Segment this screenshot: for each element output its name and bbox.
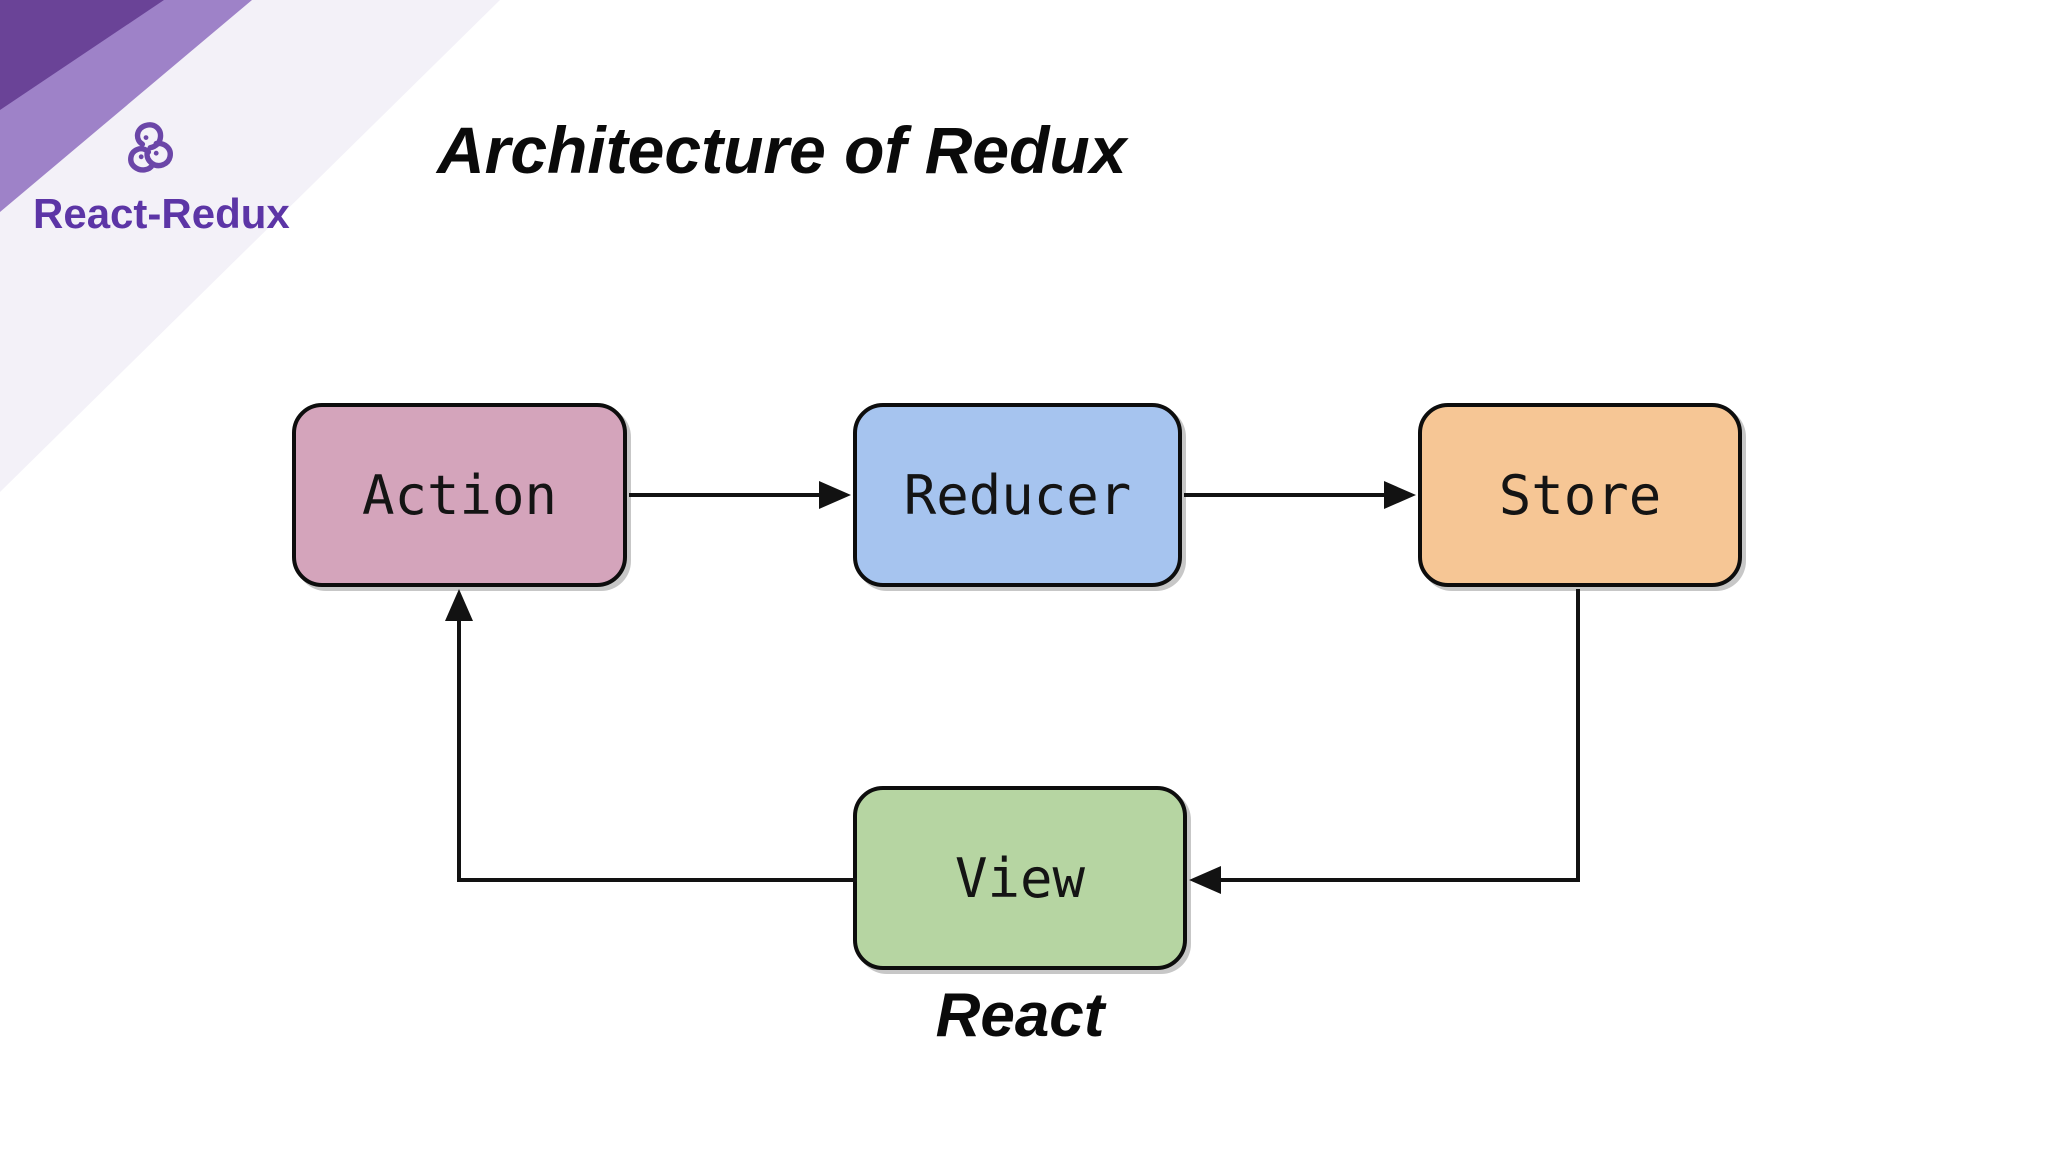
arrow-store-to-view-vertical-line: [1576, 589, 1580, 882]
arrowhead-right-icon: [1384, 481, 1416, 509]
node-action: Action: [292, 403, 627, 587]
node-view-label: View: [954, 846, 1086, 910]
node-store-label: Store: [1498, 463, 1662, 527]
node-action-label: Action: [361, 463, 558, 527]
arrowhead-right-icon: [819, 481, 851, 509]
arrow-store-to-view-horizontal-line: [1221, 878, 1580, 882]
arrowhead-left-icon: [1189, 866, 1221, 894]
page-title: Architecture of Redux: [437, 113, 1127, 187]
arrowhead-up-icon: [445, 589, 473, 621]
redux-logo-icon: [118, 116, 180, 176]
react-caption: React: [935, 981, 1105, 1050]
node-reducer-label: Reducer: [903, 463, 1132, 527]
node-reducer: Reducer: [853, 403, 1182, 587]
arrow-action-to-reducer-line: [629, 493, 825, 497]
node-view: View: [853, 786, 1187, 970]
arrow-reducer-to-store-line: [1184, 493, 1386, 497]
arrow-view-to-action-horizontal-line: [457, 878, 857, 882]
brand-name: React-Redux: [33, 190, 290, 237]
node-store: Store: [1418, 403, 1742, 587]
arrow-view-to-action-vertical-line: [457, 617, 461, 882]
